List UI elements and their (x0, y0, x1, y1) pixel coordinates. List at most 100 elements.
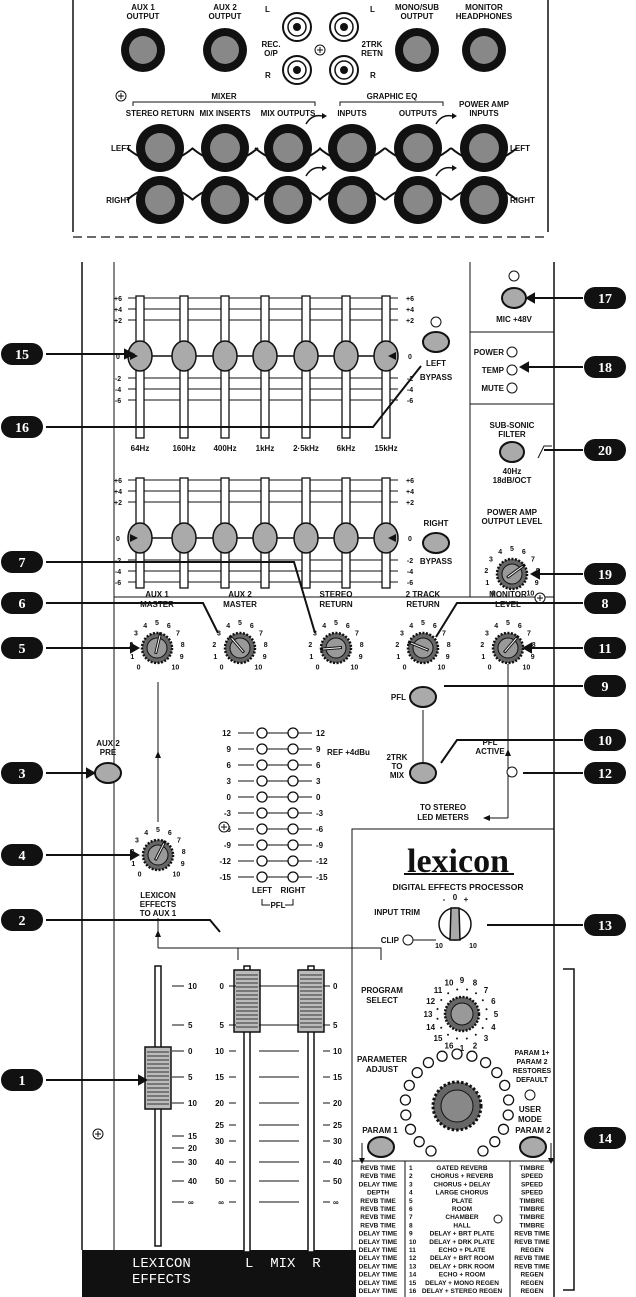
eq-slider-knob-right-6[interactable] (333, 522, 359, 554)
lexicon-subtitle: DIGITAL EFFECTS PROCESSOR (393, 882, 524, 892)
stereo-return-right-jack[interactable] (136, 176, 184, 224)
eq-slider-knob-left-7[interactable] (373, 340, 399, 372)
program-dot (456, 1037, 458, 1040)
trk-return-right-rca[interactable] (329, 55, 359, 85)
eq-slider-knob-right-5[interactable] (293, 522, 319, 554)
monitor-headphones-jack[interactable] (462, 28, 506, 72)
mix-fader-scale-right: ∞ (333, 1198, 339, 1207)
parameter-led (497, 1123, 510, 1135)
table-param1-cell: REVB TIME (360, 1206, 396, 1213)
table-program-name: ECHO + PLATE (438, 1247, 486, 1254)
trk-return-left-rca[interactable] (329, 12, 359, 42)
table-param2-cell: REVB TIME (514, 1263, 550, 1270)
eq-inputs-left-jack[interactable] (328, 124, 376, 172)
eq-slider-knob-right-3[interactable] (212, 522, 238, 554)
rec-out-left-rca[interactable] (282, 12, 312, 42)
stereo-return-label: STEREO RETURN (126, 109, 195, 118)
eq-scale-right: -4 (407, 387, 413, 394)
mix-right-fader-cap[interactable] (297, 969, 325, 1033)
trk-to-mix-button[interactable] (409, 762, 437, 784)
table-param1-cell: REVB TIME (360, 1173, 396, 1180)
callout-badge-4 (1, 844, 43, 866)
eq-slider-knob-right-7[interactable] (373, 522, 399, 554)
trk-to-mix-label-1: 2TRK (387, 753, 408, 762)
callout-number-5: 5 (19, 642, 26, 657)
rec-out-right-rca[interactable] (282, 55, 312, 85)
aux2-output-jack[interactable] (203, 28, 247, 72)
screw-icon (92, 1128, 104, 1140)
eq-outputs-right-jack[interactable] (394, 176, 442, 224)
aux2-pre-button[interactable] (94, 762, 122, 784)
program-number: 15 (434, 1034, 443, 1043)
eq-slider-knob-left-2[interactable] (171, 340, 197, 372)
eq-freq-6khz: 6kHz (337, 444, 356, 453)
knob-scale-mark: 4 (144, 830, 148, 837)
knob-scale-mark: 9 (531, 654, 535, 661)
eq-slider-knob-left-5[interactable] (293, 340, 319, 372)
mix-outputs-right-jack[interactable] (264, 176, 312, 224)
pfl-button[interactable] (409, 686, 437, 708)
mix-outputs-left-jack[interactable] (264, 124, 312, 172)
to-stereo-meters-label-1: TO STEREO (420, 803, 466, 812)
mix-left-fader-cap[interactable] (233, 969, 261, 1033)
callout-badge-13 (584, 914, 626, 936)
param2-button[interactable] (519, 1136, 547, 1158)
callout-badge-19 (584, 563, 626, 585)
program-number: 5 (494, 1010, 499, 1019)
meter-led-right (287, 791, 299, 803)
eq-slider-knob-right-4[interactable] (252, 522, 278, 554)
eq-slider-knob-right-1[interactable] (127, 522, 153, 554)
trk-r-label: R (370, 71, 376, 80)
knob-scale-mark: 5 (155, 620, 159, 627)
subsonic-filter-button[interactable] (499, 441, 525, 463)
callout-number-17: 17 (598, 292, 612, 307)
rec-l-label: L (265, 5, 270, 14)
parameter-led (491, 1066, 503, 1079)
param1-button[interactable] (367, 1136, 395, 1158)
knob-scale-mark: 1 (130, 654, 134, 661)
callout-number-13: 13 (598, 919, 612, 934)
knob-pointer-highlight (231, 637, 244, 653)
knob-pointer-highlight (504, 637, 517, 653)
power-amp-inputs-right-jack[interactable] (460, 176, 508, 224)
eq-slider-knob-right-2[interactable] (171, 522, 197, 554)
eq-slider-knob-left-3[interactable] (212, 340, 238, 372)
eq-inputs-right-jack[interactable] (328, 176, 376, 224)
stereo-return-left-jack[interactable] (136, 124, 184, 172)
knob-scale-mark: 0 (492, 590, 496, 597)
program-dot (440, 999, 443, 1001)
knob-scale-mark: 0 (488, 664, 492, 671)
aux1-output-jack[interactable] (121, 28, 165, 72)
input-trim-label: INPUT TRIM (374, 908, 420, 917)
table-param2-cell: REVB TIME (514, 1239, 550, 1246)
mix-inserts-right-jack[interactable] (201, 176, 249, 224)
mic-48v-button[interactable] (501, 287, 527, 309)
left-bypass-button[interactable] (422, 331, 450, 353)
eq-slider-knob-left-4[interactable] (252, 340, 278, 372)
power-amp-inputs-left-jack[interactable] (460, 124, 508, 172)
eq-slider-knob-left-6[interactable] (333, 340, 359, 372)
eq-outputs-left-jack[interactable] (394, 124, 442, 172)
right-bypass-button[interactable] (422, 532, 450, 554)
effects-fader-cap[interactable] (144, 1046, 172, 1110)
eq-scale-right: 0 (408, 536, 412, 543)
param2-label: PARAM 2 (515, 1126, 551, 1135)
effects-fader-scale: 30 (188, 1158, 197, 1167)
mono-sub-output-jack[interactable] (395, 28, 439, 72)
user-mode-label-1: USER (519, 1105, 541, 1114)
mix-inserts-left-jack[interactable] (201, 124, 249, 172)
knob-scale-mark: 8 (360, 642, 364, 649)
restore-note-3: RESTORES (513, 1068, 552, 1075)
table-param1-cell: DELAY TIME (359, 1247, 398, 1254)
monitor-level-label-1: MONITOR (489, 590, 527, 599)
table-param2-cell: REGEN (520, 1272, 543, 1279)
eq-zero-arrow-icon (388, 534, 396, 542)
knob-cap (450, 1002, 474, 1026)
callout-number-3: 3 (19, 767, 26, 782)
program-number: 13 (424, 1010, 433, 1019)
knob-scale-mark: 9 (181, 861, 185, 868)
subsonic-label-1: SUB-SONIC (490, 421, 535, 430)
program-number: 14 (426, 1023, 435, 1032)
effects-strip-effects: EFFECTS (132, 1272, 191, 1288)
